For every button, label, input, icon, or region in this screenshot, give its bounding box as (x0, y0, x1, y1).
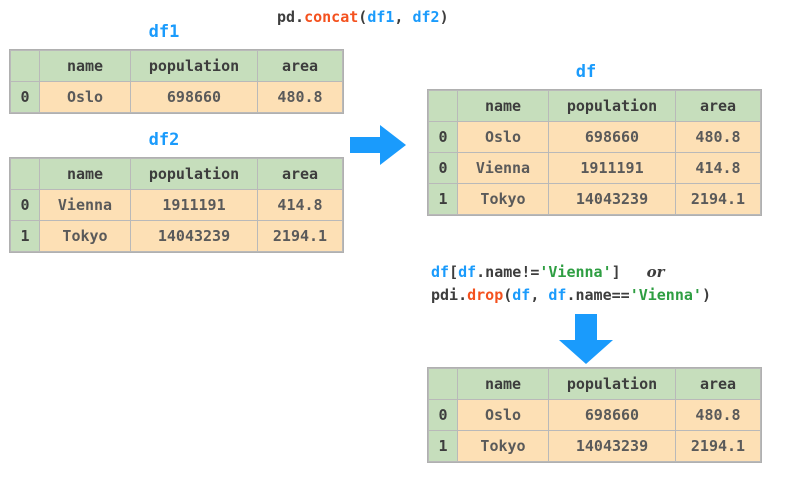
code-attr-name: .name (476, 263, 522, 281)
arrow-down-icon (558, 314, 614, 368)
table-row: 0 Vienna 1911191 414.8 (10, 189, 343, 221)
table-df-concat: name population area 0 Oslo 698660 480.8… (428, 90, 761, 215)
header-area: area (675, 90, 761, 122)
table-df-filtered: name population area 0 Oslo 698660 480.8… (428, 368, 761, 462)
code-function-drop: drop (467, 286, 504, 304)
code-var-df-inner: df (458, 263, 477, 281)
code-arg-df1: df1 (367, 8, 395, 26)
code-module: pd. (277, 8, 305, 26)
arrow-right-icon (350, 124, 406, 170)
code-attr-name: .name (566, 286, 612, 304)
code-open-paren: ( (358, 8, 368, 26)
header-area: area (257, 50, 343, 82)
cell-population: 14043239 (130, 220, 258, 252)
code-comma: , (530, 286, 549, 304)
filter-code-line-2: pdi.drop(df, df.name=='Vienna') (431, 284, 711, 307)
row-index: 0 (10, 189, 40, 221)
cell-name: Vienna (39, 189, 131, 221)
code-arg-df-inner: df (548, 286, 567, 304)
header-corner (10, 158, 40, 190)
table-df2: name population area 0 Vienna 1911191 41… (10, 158, 343, 252)
cell-population: 14043239 (548, 430, 676, 462)
code-var-df: df (431, 263, 450, 281)
header-corner (428, 368, 458, 400)
table-row: 0 Oslo 698660 480.8 (10, 81, 343, 113)
cell-area: 2194.1 (675, 430, 761, 462)
cell-population: 698660 (548, 399, 676, 431)
table-row: 0 Oslo 698660 480.8 (428, 399, 761, 431)
table-header-row: name population area (10, 158, 343, 190)
table-row: 1 Tokyo 14043239 2194.1 (428, 430, 761, 462)
cell-name: Oslo (457, 121, 549, 153)
cell-area: 414.8 (675, 152, 761, 184)
code-string-vienna: 'Vienna' (539, 263, 612, 281)
row-index: 0 (428, 399, 458, 431)
code-module-pdi: pdi. (431, 286, 468, 304)
header-population: population (130, 158, 258, 190)
cell-area: 480.8 (675, 121, 761, 153)
row-index: 1 (428, 430, 458, 462)
table-header-row: name population area (428, 368, 761, 400)
cell-area: 480.8 (675, 399, 761, 431)
table-label-df-concat: df (575, 62, 597, 82)
header-area: area (257, 158, 343, 190)
code-arg-df: df (512, 286, 531, 304)
header-population: population (548, 90, 676, 122)
table-row: 0 Vienna 1911191 414.8 (428, 152, 761, 184)
cell-population: 1911191 (130, 189, 258, 221)
header-corner (10, 50, 40, 82)
table-header-row: name population area (10, 50, 343, 82)
cell-population: 14043239 (548, 183, 676, 215)
cell-name: Tokyo (457, 430, 549, 462)
header-area: area (675, 368, 761, 400)
code-open-paren: ( (503, 286, 513, 304)
table-df1: name population area 0 Oslo 698660 480.8 (10, 50, 343, 113)
cell-name: Oslo (39, 81, 131, 113)
header-name: name (39, 158, 131, 190)
header-name: name (457, 90, 549, 122)
cell-area: 2194.1 (675, 183, 761, 215)
header-name: name (457, 368, 549, 400)
row-index: 0 (428, 152, 458, 184)
code-bracket-open: [ (449, 263, 459, 281)
table-row: 1 Tokyo 14043239 2194.1 (10, 220, 343, 252)
code-comma: , (394, 8, 413, 26)
cell-name: Tokyo (457, 183, 549, 215)
table-row: 1 Tokyo 14043239 2194.1 (428, 183, 761, 215)
header-name: name (39, 50, 131, 82)
code-close-paren: ) (701, 286, 711, 304)
table-header-row: name population area (428, 90, 761, 122)
code-string-vienna: 'Vienna' (629, 286, 702, 304)
table-row: 0 Oslo 698660 480.8 (428, 121, 761, 153)
cell-population: 1911191 (548, 152, 676, 184)
row-index: 0 (428, 121, 458, 153)
header-population: population (548, 368, 676, 400)
code-operator-neq: != (521, 263, 540, 281)
table-label-df2: df2 (148, 130, 180, 150)
code-operator-eq: == (611, 286, 630, 304)
cell-population: 698660 (548, 121, 676, 153)
code-bracket-close: ] (611, 263, 621, 281)
cell-population: 698660 (130, 81, 258, 113)
filter-code-line-1: df[df.name!='Vienna']or (431, 261, 665, 284)
row-index: 0 (10, 81, 40, 113)
cell-name: Vienna (457, 152, 549, 184)
cell-area: 2194.1 (257, 220, 343, 252)
cell-area: 480.8 (257, 81, 343, 113)
row-index: 1 (428, 183, 458, 215)
code-or-keyword: or (646, 263, 665, 281)
cell-name: Tokyo (39, 220, 131, 252)
row-index: 1 (10, 220, 40, 252)
code-function-concat: concat (304, 8, 359, 26)
cell-name: Oslo (457, 399, 549, 431)
header-population: population (130, 50, 258, 82)
cell-area: 414.8 (257, 189, 343, 221)
code-arg-df2: df2 (412, 8, 440, 26)
table-label-df1: df1 (148, 22, 180, 42)
code-close-paren: ) (439, 8, 449, 26)
concat-code-snippet: pd.concat(df1, df2) (277, 6, 449, 29)
header-corner (428, 90, 458, 122)
